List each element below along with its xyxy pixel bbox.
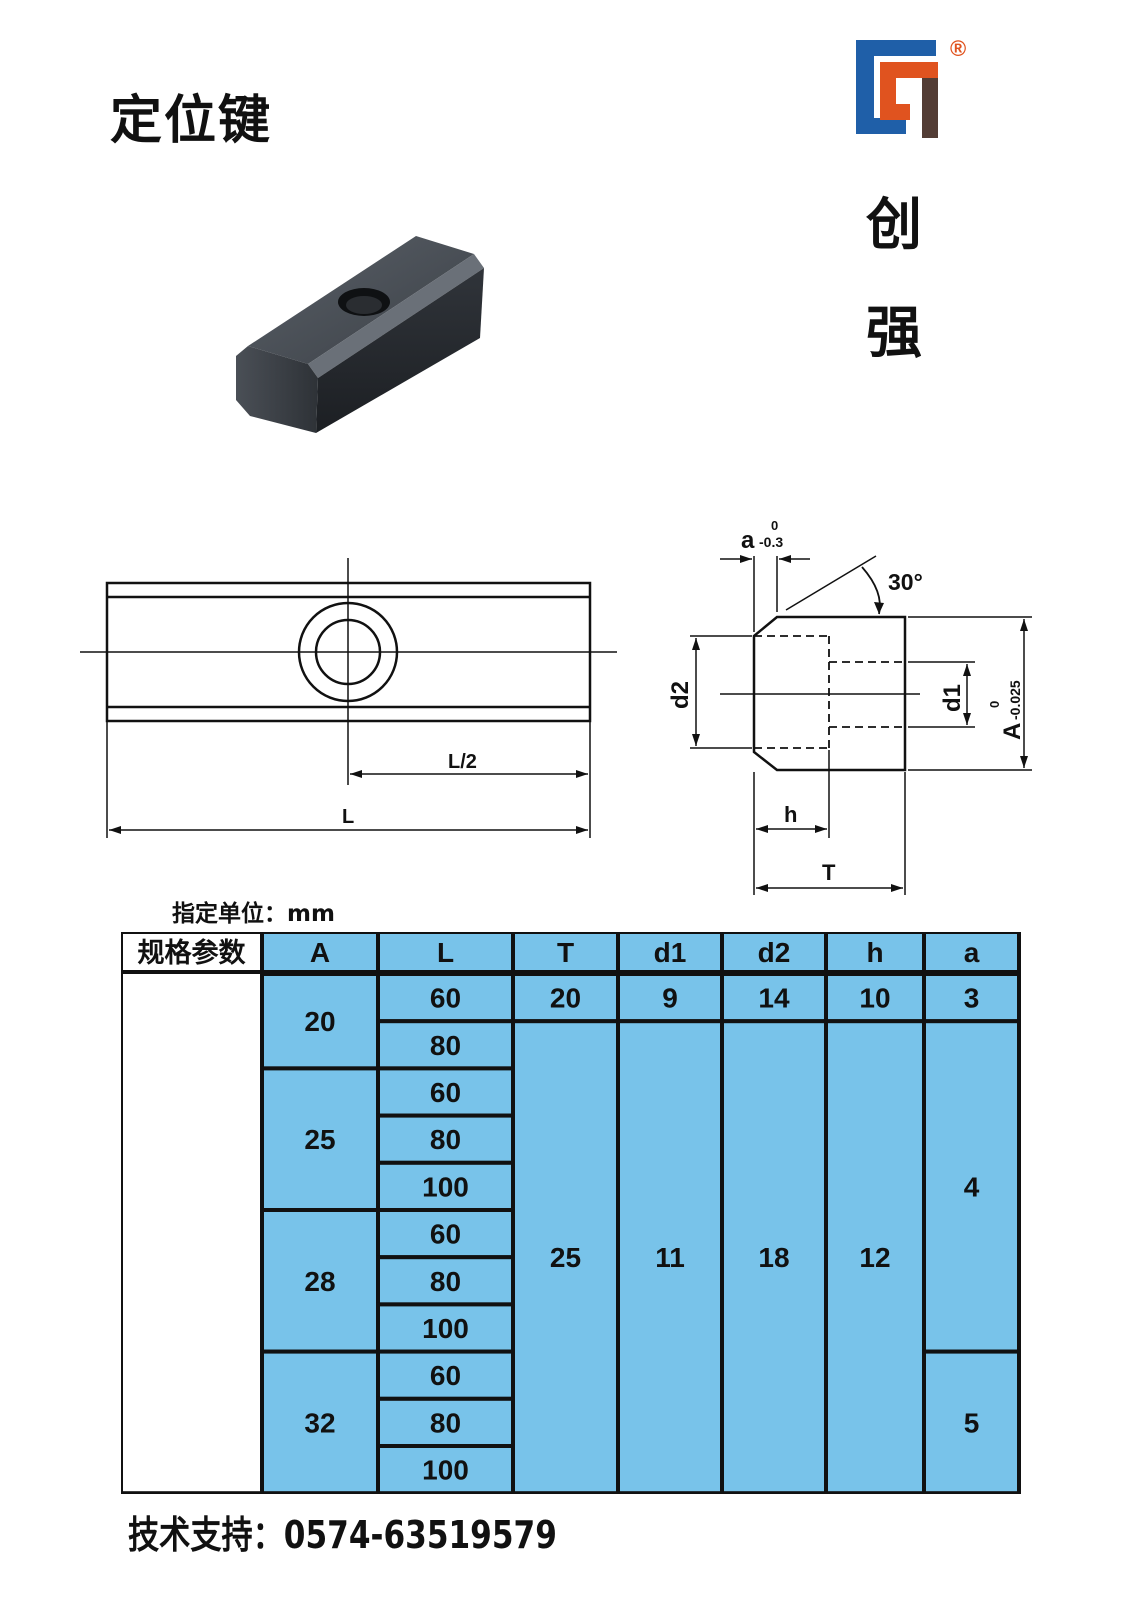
- cell-L-row-3-text: 60: [430, 1077, 461, 1108]
- cell-first-row-d1-text: 9: [662, 983, 678, 1014]
- cell-merged-a-upper-text: 4: [964, 1171, 980, 1202]
- cell-A-28-text: 28: [304, 1266, 335, 1297]
- cell-L-row-9-text: 60: [430, 1360, 461, 1391]
- length-label: L: [342, 806, 354, 828]
- cell-merged-T-text: 25: [550, 1242, 581, 1273]
- A-tol-upper: 0: [987, 701, 1002, 708]
- header-d2-text: d2: [758, 937, 791, 968]
- cell-first-row-h-text: 10: [859, 983, 890, 1014]
- cell-merged-d1: [616, 1019, 724, 1494]
- a-dim-label: a: [741, 527, 755, 554]
- cell-merged-d2-text: 18: [758, 1242, 789, 1273]
- cell-merged-a-lower-text: 5: [964, 1407, 980, 1438]
- spec-label-column: [121, 970, 264, 1494]
- cell-L-row-2-text: 80: [430, 1030, 461, 1061]
- cell-L-row-4-text: 80: [430, 1124, 461, 1155]
- header-d2: [720, 932, 828, 974]
- cell-A-25: [260, 1066, 380, 1212]
- angle-label: 30°: [888, 569, 923, 595]
- T-dim-label: T: [822, 860, 836, 885]
- header-a-text: A: [310, 937, 330, 968]
- cell-first-row-T-text: 20: [550, 983, 581, 1014]
- cell-L-row-11-text: 100: [422, 1455, 469, 1486]
- cell-L-row-11: [376, 1444, 515, 1494]
- cell-L-row-6-text: 60: [430, 1219, 461, 1250]
- tech-support-footer: 技术支持：0574-63519579: [128, 1513, 557, 1557]
- cell-L-row-8: [376, 1302, 515, 1354]
- cell-L-row-10-text: 80: [430, 1407, 461, 1438]
- cell-merged-a-upper: [922, 1019, 1021, 1354]
- d1-label: d1: [939, 684, 966, 712]
- cell-merged-T: [511, 1019, 620, 1494]
- cell-L-row-1-text: 60: [430, 983, 461, 1014]
- page-title: 定位键: [110, 91, 273, 151]
- cell-merged-d2: [720, 1019, 828, 1494]
- a-tol-lower: -0.3: [759, 534, 783, 550]
- header-d1-text: d1: [654, 937, 687, 968]
- brand-char-1: 创: [866, 193, 922, 258]
- cell-L-row-8-text: 100: [422, 1313, 469, 1344]
- technical-drawing: L/2 L: [80, 518, 1032, 895]
- cell-L-row-9: [376, 1349, 515, 1401]
- half-length-label: L/2: [448, 751, 477, 773]
- top-view: [80, 558, 617, 838]
- registered-mark: ®: [950, 36, 966, 61]
- a-tol-upper: 0: [771, 518, 778, 533]
- cell-first-row-d2-text: 14: [758, 983, 790, 1014]
- cell-A-32-text: 32: [304, 1407, 335, 1438]
- header-t-text: T: [557, 937, 574, 968]
- h-dim-label: h: [784, 802, 797, 827]
- cell-L-row-4: [376, 1113, 515, 1165]
- cell-L-row-5: [376, 1160, 515, 1213]
- header-a: [922, 932, 1021, 974]
- header-a-text: a: [964, 937, 980, 968]
- unit-note: 指定单位：mm: [172, 901, 335, 927]
- cell-merged-d1-text: 11: [655, 1242, 685, 1273]
- cell-A-28: [260, 1208, 380, 1354]
- header-h: [824, 932, 926, 974]
- corner-header-text: 规格参数: [138, 937, 247, 969]
- side-view: [690, 555, 1032, 895]
- cell-L-row-5-text: 100: [422, 1171, 469, 1202]
- d2-label: d2: [667, 681, 694, 709]
- cell-L-row-7-text: 80: [430, 1266, 461, 1297]
- cell-first-row-a-text: 3: [964, 983, 980, 1014]
- cell-A-25-text: 25: [304, 1124, 335, 1155]
- header-h-text: h: [866, 937, 883, 968]
- brand-char-2: 强: [866, 301, 922, 366]
- locating-key-photo: [236, 236, 484, 433]
- A-dim-label: A: [999, 723, 1026, 740]
- header-t: [511, 932, 620, 974]
- cell-merged-a-lower: [922, 1349, 1021, 1494]
- cell-merged-h-text: 12: [859, 1242, 890, 1273]
- cell-A-20-text: 20: [304, 1006, 335, 1037]
- cq-logo-icon: ®: [856, 36, 966, 138]
- header-l-text: L: [437, 937, 454, 968]
- A-tol-lower: -0.025: [1007, 680, 1023, 720]
